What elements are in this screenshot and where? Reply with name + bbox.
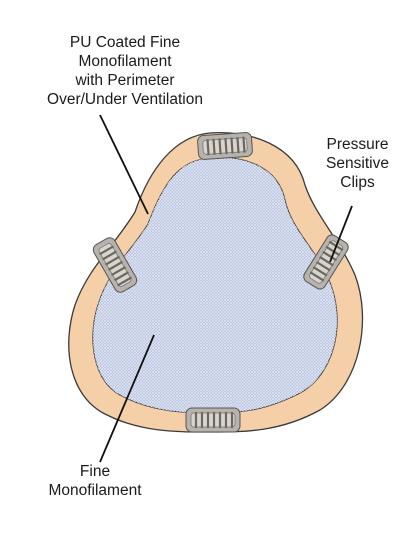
clip-bottom: [185, 407, 241, 433]
label-pressure-sensitive-clips: Pressure Sensitive Clips: [300, 135, 415, 192]
label-line: Over/Under Ventilation: [47, 91, 203, 108]
leader-line-pu-coated: [99, 114, 149, 215]
leader-line-fine-mono: [99, 334, 155, 463]
label-line: PU Coated Fine: [69, 34, 181, 51]
label-line: Pressure: [326, 136, 389, 153]
label-line: with Perimeter: [75, 72, 175, 89]
label-line: Fine: [79, 463, 111, 480]
label-pu-coated-fine-monofilament: PU Coated Fine Monofilament with Perimet…: [0, 33, 250, 109]
leader-line-pressure-clips: [329, 205, 353, 263]
label-line: Sensitive: [326, 155, 389, 172]
label-line: Monofilament: [78, 53, 172, 70]
clip-left: [92, 237, 138, 293]
mesh-texture: [92, 157, 338, 413]
label-fine-monofilament: Fine Monofilament: [30, 462, 160, 500]
label-line: Clips: [340, 174, 375, 191]
clip-top: [197, 132, 253, 160]
label-line: Monofilament: [48, 482, 142, 499]
